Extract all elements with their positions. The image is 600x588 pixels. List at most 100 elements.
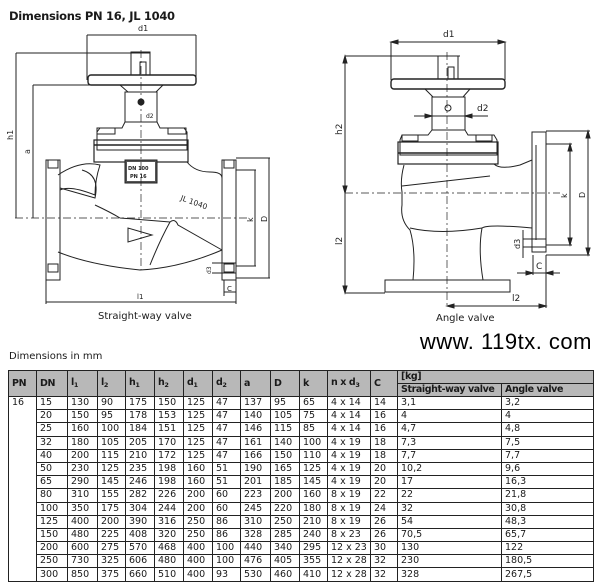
- cell-n-x-d3: 12 x 28: [327, 554, 371, 569]
- cell-dn: 80: [36, 488, 68, 503]
- header-weight-kg: [kg]: [397, 370, 594, 384]
- angle-caption: Angle valve: [436, 313, 495, 324]
- cell-h2: 510: [154, 567, 184, 582]
- label-d1-straight: d1: [138, 24, 148, 33]
- cell-n-x-d3: 8 x 23: [327, 527, 371, 543]
- cell-d1: 125: [183, 448, 213, 463]
- cell-l1: 850: [67, 567, 98, 582]
- label-l1: l1: [137, 293, 143, 301]
- cell-a: 166: [240, 448, 271, 463]
- cell-weight-straight: 4,7: [397, 422, 502, 437]
- cell-weight-angle: 21,8: [501, 488, 594, 503]
- cell-k: 240: [299, 527, 328, 543]
- header-k: k: [299, 370, 328, 397]
- cell-h2: 316: [154, 514, 184, 529]
- cell-l2: 95: [97, 409, 126, 424]
- cell-n-x-d3: 4 x 19: [327, 475, 371, 490]
- cell-a: 146: [240, 422, 271, 437]
- cell-D: 250: [270, 514, 300, 529]
- cell-d1: 125: [183, 395, 213, 411]
- cell-C: 32: [370, 554, 398, 569]
- cell-h1: 184: [125, 422, 155, 437]
- cell-n-x-d3: 8 x 19: [327, 501, 371, 516]
- header-dn: DN: [36, 370, 68, 397]
- cell-dn: 40: [36, 448, 68, 463]
- cell-weight-straight: 32: [397, 501, 502, 516]
- cell-C: 16: [370, 422, 398, 437]
- cell-k: 295: [299, 541, 328, 556]
- cell-l1: 160: [67, 422, 98, 437]
- label-d2-angle: d2: [477, 104, 488, 114]
- cell-d2: 100: [212, 554, 241, 569]
- cell-d2: 60: [212, 488, 241, 503]
- angle-valve-drawing: [342, 39, 591, 309]
- cell-d2: 51: [212, 475, 241, 490]
- cell-h2: 151: [154, 422, 184, 437]
- cell-D: 95: [270, 395, 300, 411]
- cell-l2: 275: [97, 541, 126, 556]
- cell-n-x-d3: 4 x 14: [327, 422, 371, 437]
- cell-d1: 250: [183, 514, 213, 529]
- table-subheader-row: Straight-way valve Angle valve: [9, 383, 594, 397]
- cell-k: 75: [299, 409, 328, 424]
- cell-d1: 400: [183, 567, 213, 582]
- cell-C: 22: [370, 488, 398, 503]
- cell-d2: 51: [212, 461, 241, 477]
- cell-d1: 125: [183, 435, 213, 450]
- cell-h2: 480: [154, 554, 184, 569]
- table-header-row: PN DN l1 l2 h1 h2 d1 d2 a D k n x d3 C […: [8, 370, 594, 397]
- label-a: a: [23, 149, 32, 154]
- cell-weight-angle: 65,7: [501, 527, 594, 543]
- cell-l2: 100: [97, 422, 126, 437]
- cell-d2: 86: [212, 527, 241, 543]
- cell-l1: 730: [67, 554, 98, 569]
- header-d1: d1: [183, 370, 213, 397]
- cell-dn: 150: [36, 527, 68, 543]
- cell-d2: 47: [212, 422, 241, 437]
- header-pn: PN: [8, 370, 37, 397]
- cell-n-x-d3: 4 x 14: [327, 409, 371, 424]
- label-D-straight: D: [260, 216, 269, 222]
- header-angle-weight: Angle valve: [501, 383, 594, 397]
- cell-dn: 100: [36, 501, 68, 516]
- cell-k: 85: [299, 422, 328, 437]
- cell-h1: 235: [125, 461, 155, 477]
- cell-h2: 198: [154, 475, 184, 490]
- cell-weight-straight: 4: [397, 409, 502, 424]
- cell-h2: 320: [154, 527, 184, 543]
- cell-l2: 325: [97, 554, 126, 569]
- cell-h2: 172: [154, 448, 184, 463]
- cell-h1: 210: [125, 448, 155, 463]
- cell-d1: 125: [183, 422, 213, 437]
- cell-h2: 153: [154, 409, 184, 424]
- cell-k: 210: [299, 514, 328, 529]
- cell-k: 180: [299, 501, 328, 516]
- cell-weight-straight: 22: [397, 488, 502, 503]
- label-k-angle: k: [560, 193, 569, 198]
- cell-l1: 480: [67, 527, 98, 543]
- cell-weight-straight: 130: [397, 541, 502, 556]
- nameplate-line1: DN 100: [128, 166, 149, 172]
- cell-C: 20: [370, 461, 398, 477]
- cell-dn: 300: [36, 567, 68, 582]
- label-C-angle: C: [536, 262, 542, 272]
- cell-d2: 47: [212, 409, 241, 424]
- straight-way-valve-drawing: [15, 34, 270, 304]
- cell-a: 223: [240, 488, 271, 503]
- cell-h1: 304: [125, 501, 155, 516]
- cell-l2: 200: [97, 514, 126, 529]
- cell-l1: 180: [67, 435, 98, 450]
- cell-k: 110: [299, 448, 328, 463]
- cell-C: 14: [370, 395, 398, 411]
- cell-n-x-d3: 4 x 19: [327, 461, 371, 477]
- label-h2: h2: [335, 124, 345, 135]
- cell-D: 185: [270, 475, 300, 490]
- cell-d2: 86: [212, 514, 241, 529]
- cell-k: 65: [299, 395, 328, 411]
- cell-C: 24: [370, 501, 398, 516]
